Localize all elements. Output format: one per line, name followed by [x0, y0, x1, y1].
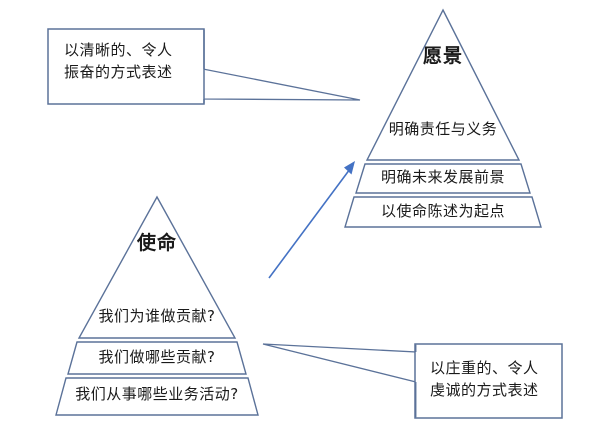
vision-callout-line-1: 以清晰的、令人	[64, 41, 173, 59]
mission-to-vision-arrow[interactable]	[268, 161, 355, 279]
vision-tier-2-label: 明确未来发展前景	[380, 168, 506, 186]
mission-tier-2-label: 我们做哪些贡献?	[98, 348, 216, 366]
vision-pyramid[interactable]	[344, 8, 542, 228]
vision-tier-1-shape[interactable]	[365, 8, 521, 161]
vision-apex-label: 愿景	[422, 45, 464, 67]
mission-tier-3-shape[interactable]	[55, 377, 259, 416]
mission-tier-1-shape[interactable]	[77, 195, 237, 339]
vision-tier-3-label: 以使命陈述为起点	[380, 202, 506, 220]
mission-pyramid[interactable]	[55, 195, 259, 416]
vision-callout-line-2: 振奋的方式表述	[64, 63, 173, 81]
vision-callout-tail	[202, 68, 361, 101]
vision-tier-3-shape[interactable]	[344, 196, 542, 228]
mission-callout-box[interactable]	[414, 343, 563, 419]
mission-callout-line-2: 虔诚的方式表述	[430, 381, 539, 399]
vision-tier-1-label: 明确责任与义务	[388, 120, 498, 138]
mission-callout-line-1: 以庄重的、令人	[430, 359, 539, 377]
mission-tier-3-label: 我们从事哪些业务活动?	[75, 385, 239, 403]
mission-tier-2-shape[interactable]	[67, 341, 247, 375]
mission-callout-tail	[262, 343, 417, 383]
vision-tier-2-shape[interactable]	[355, 163, 531, 194]
arrow-head-icon	[344, 161, 355, 175]
vision-callout-shape[interactable]	[47, 28, 361, 105]
mission-tier-1-label: 我们为谁做贡献?	[98, 307, 216, 325]
mission-apex-label: 使命	[136, 232, 178, 254]
vision-callout-box[interactable]	[47, 28, 205, 105]
mission-callout-shape[interactable]	[262, 343, 563, 419]
